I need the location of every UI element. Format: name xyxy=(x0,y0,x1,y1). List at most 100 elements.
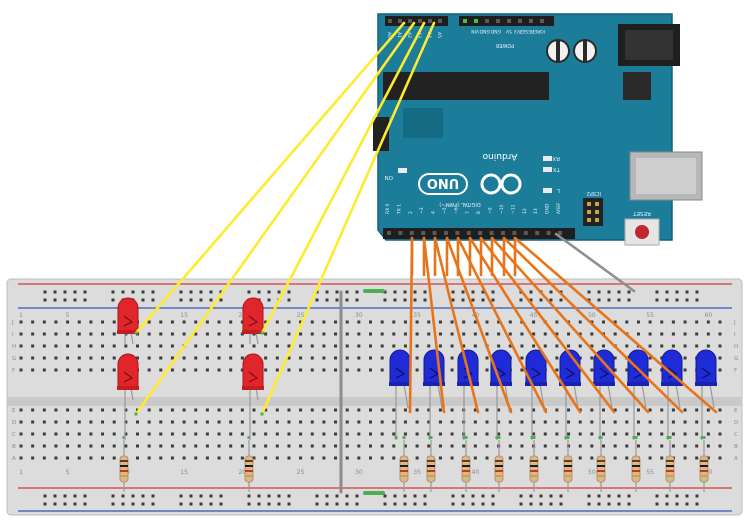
hole xyxy=(264,432,268,436)
led-leg xyxy=(641,383,647,409)
header-pin xyxy=(444,231,448,235)
led-anvil xyxy=(531,367,542,379)
rail-hole xyxy=(675,290,679,294)
orange-wire xyxy=(433,236,480,414)
header-pin xyxy=(438,19,442,23)
hole xyxy=(427,444,431,448)
column-number-bottom: 5 xyxy=(66,469,70,476)
hole xyxy=(660,432,664,436)
connected-hole xyxy=(668,436,672,439)
column-number-bottom: 55 xyxy=(646,469,654,476)
hole xyxy=(392,420,396,424)
led-base xyxy=(661,382,683,386)
hole xyxy=(240,432,244,436)
rail-hole xyxy=(559,494,563,498)
rail-hole xyxy=(121,502,125,506)
header-pin xyxy=(485,19,489,23)
hole xyxy=(718,444,722,448)
rail-hole xyxy=(325,494,329,498)
header-pin xyxy=(474,19,478,23)
resistor xyxy=(699,436,709,492)
hole xyxy=(671,344,675,348)
hole xyxy=(415,420,419,424)
hole xyxy=(473,456,477,460)
reset-button xyxy=(635,225,649,239)
hole xyxy=(31,432,35,436)
rail-hole xyxy=(219,290,223,294)
rail-hole xyxy=(587,290,591,294)
hole xyxy=(240,456,244,460)
hole xyxy=(77,332,81,336)
analog-header xyxy=(385,16,448,26)
header-pin xyxy=(478,231,483,235)
rail-hole xyxy=(481,494,485,498)
rail-hole xyxy=(597,502,601,506)
header-pin xyxy=(540,19,544,23)
digital-pin-label: ~11 xyxy=(510,204,516,214)
hole xyxy=(287,456,291,460)
hole xyxy=(101,368,105,372)
rail-hole xyxy=(151,290,155,294)
resistor-body xyxy=(399,455,409,483)
connected-hole xyxy=(532,436,536,439)
hole xyxy=(532,432,536,436)
led-base xyxy=(423,382,445,386)
power-header-label: POWER xyxy=(495,42,514,48)
hole xyxy=(19,320,23,324)
header-pin xyxy=(388,19,392,23)
hole xyxy=(415,408,419,412)
power-pin-label: RESET xyxy=(519,28,534,34)
hole xyxy=(706,408,710,412)
hole xyxy=(403,420,407,424)
rail-hole xyxy=(63,298,67,302)
hole xyxy=(334,368,338,372)
led-body xyxy=(242,353,264,389)
capacitor-mark xyxy=(556,41,560,61)
hole xyxy=(229,368,233,372)
hole xyxy=(101,344,105,348)
wires xyxy=(134,21,718,416)
hole xyxy=(159,432,163,436)
hole xyxy=(625,320,629,324)
column-number-top: 25 xyxy=(297,312,305,319)
rail-hole xyxy=(549,502,553,506)
hole xyxy=(392,456,396,460)
led-body xyxy=(559,349,581,385)
connected-hole xyxy=(464,436,468,439)
hole xyxy=(613,368,617,372)
digital-pin-label: TX 1 xyxy=(396,204,402,215)
rail-hole xyxy=(247,494,251,498)
hole xyxy=(660,444,664,448)
rail-hole xyxy=(287,502,291,506)
rail-hole xyxy=(685,494,689,498)
hole xyxy=(403,432,407,436)
red-led xyxy=(117,353,139,401)
hole xyxy=(671,332,675,336)
hole xyxy=(578,432,582,436)
hole xyxy=(124,444,128,448)
connected-hole xyxy=(530,436,534,439)
hole xyxy=(532,420,536,424)
rail-hole xyxy=(413,494,417,498)
rail-hole xyxy=(393,502,397,506)
hole xyxy=(77,432,81,436)
hole xyxy=(415,332,419,336)
hole xyxy=(170,332,174,336)
hole xyxy=(299,432,303,436)
hole xyxy=(287,444,291,448)
rail-hole xyxy=(179,502,183,506)
hole xyxy=(124,432,128,436)
hole xyxy=(159,320,163,324)
gnd-wire xyxy=(554,232,636,293)
digital-pin-label: 7 xyxy=(465,211,471,214)
resistor-band xyxy=(400,470,408,472)
hole xyxy=(299,320,303,324)
led-anvil xyxy=(599,367,610,379)
hole xyxy=(590,420,594,424)
hole xyxy=(170,356,174,360)
hole xyxy=(252,456,256,460)
hole xyxy=(275,432,279,436)
rail-hole xyxy=(627,290,631,294)
hole xyxy=(217,368,221,372)
hole xyxy=(240,344,244,348)
